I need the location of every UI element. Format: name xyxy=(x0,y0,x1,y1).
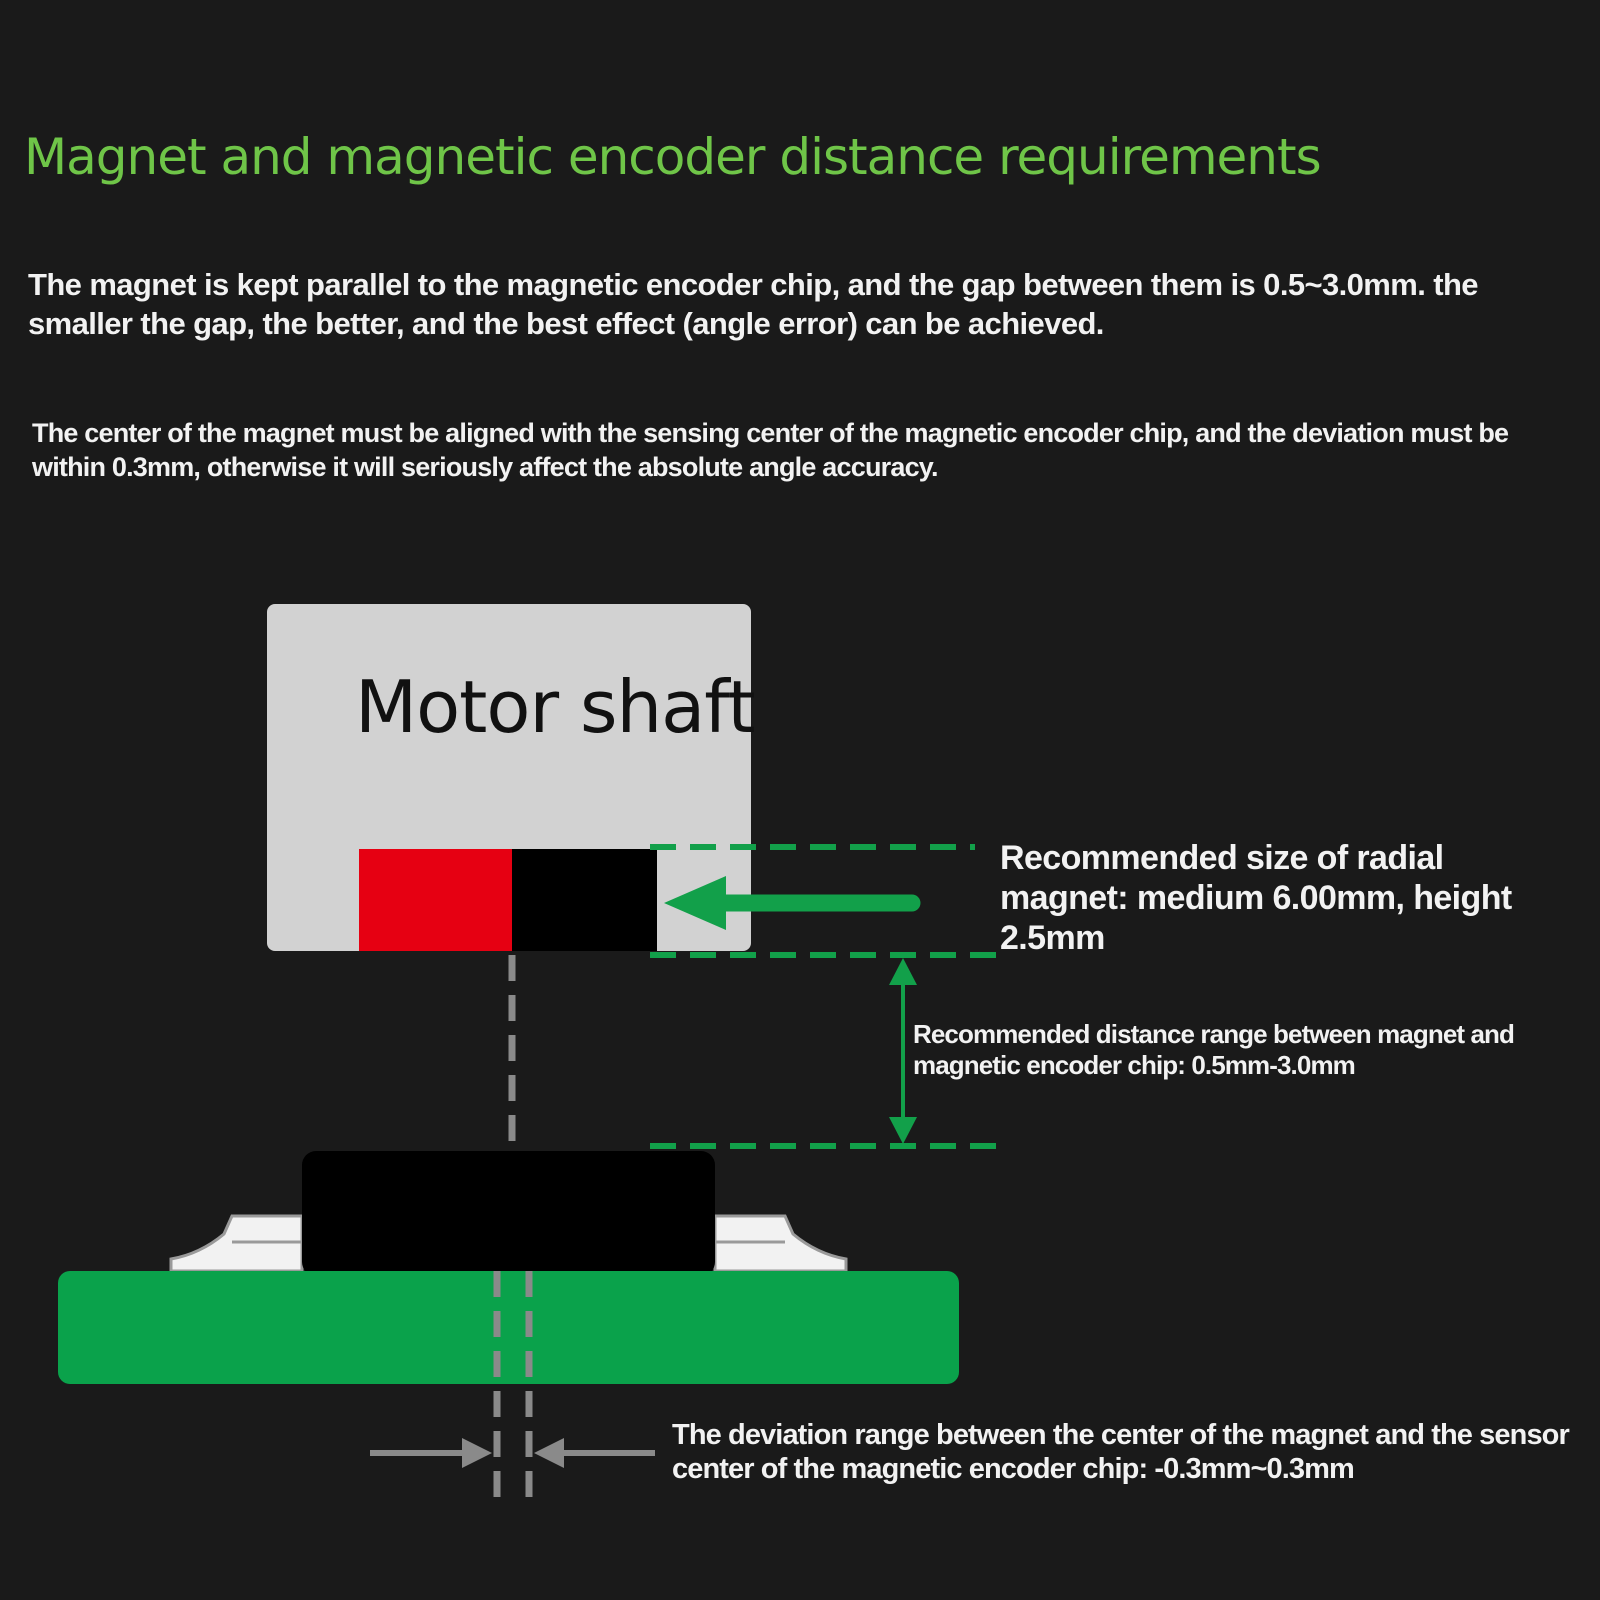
magnet-pointer-arrowhead xyxy=(664,876,726,930)
deviation-arrowhead-right xyxy=(534,1438,564,1468)
deviation-range-callout: The deviation range between the center o… xyxy=(672,1419,1570,1485)
distance-arrowhead-top xyxy=(889,958,917,985)
page-title: Magnet and magnetic encoder distance req… xyxy=(24,128,1322,186)
distance-arrowhead-bottom xyxy=(889,1117,917,1144)
magnet-black-pole xyxy=(512,849,657,951)
magnet-size-callout: Recommended size of radial magnet: mediu… xyxy=(1000,839,1512,957)
pcb-board xyxy=(58,1271,959,1384)
motor-shaft-label: Motor shaft xyxy=(355,665,756,749)
magnet-red-pole xyxy=(359,849,512,951)
encoder-chip xyxy=(302,1151,715,1276)
deviation-arrowhead-left xyxy=(462,1438,492,1468)
alignment-description: The center of the magnet must be aligned… xyxy=(32,418,1509,482)
distance-range-callout: Recommended distance range between magne… xyxy=(913,1019,1515,1080)
gap-description: The magnet is kept parallel to the magne… xyxy=(28,267,1479,341)
